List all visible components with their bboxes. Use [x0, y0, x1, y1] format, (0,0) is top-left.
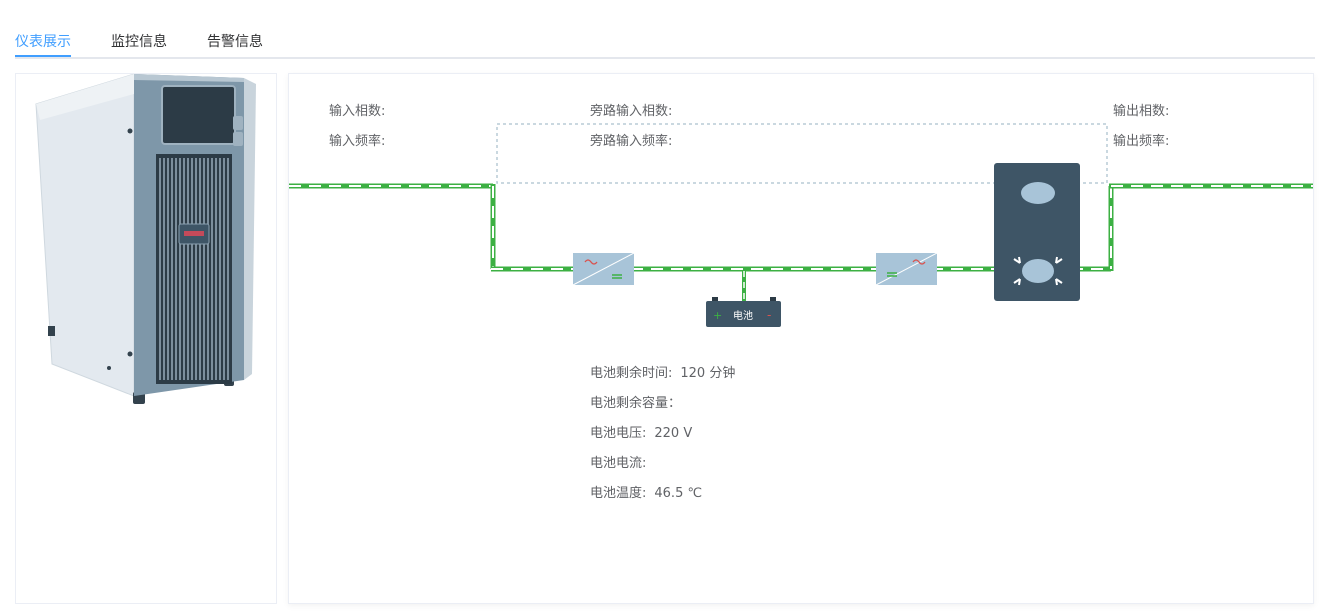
input-frequency-label: 输入频率:	[329, 134, 386, 149]
battery-voltage-label: 电池电压:	[590, 426, 647, 441]
battery-voltage-value: 220 V	[654, 426, 693, 441]
battery-remaining-time: 电池剩余时间: 120 分钟	[590, 362, 735, 381]
battery-temperature-label: 电池温度:	[590, 486, 647, 501]
bypass-frequency-label: 旁路输入频率:	[590, 134, 673, 149]
battery-remaining-capacity-label: 电池剩余容量：	[590, 396, 682, 411]
ups-image-panel	[15, 73, 277, 604]
battery-temperature-value: 46.5 ℃	[654, 486, 703, 501]
svg-text:+: +	[713, 309, 722, 322]
battery-remaining-capacity: 电池剩余容量：	[590, 392, 689, 411]
tab-alarm-info[interactable]: 告警信息	[207, 34, 263, 50]
svg-text:-: -	[767, 308, 771, 322]
output-frequency-label: 输出频率:	[1113, 134, 1170, 149]
input-phase-label: 输入相数:	[329, 104, 386, 119]
tab-bar: 仪表展示 监控信息 告警信息	[15, 0, 1315, 59]
battery-current-label: 电池电流:	[590, 456, 647, 471]
tab-monitor-info[interactable]: 监控信息	[111, 34, 167, 50]
battery-label: 电池	[733, 309, 753, 322]
rectifier-icon	[572, 252, 635, 286]
bypass-phase-label: 旁路输入相数:	[590, 104, 673, 119]
battery-temperature: 电池温度: 46.5 ℃	[590, 482, 702, 501]
tab-meter-display[interactable]: 仪表展示	[15, 34, 71, 50]
battery-remaining-time-value: 120 分钟	[680, 366, 736, 381]
battery-voltage: 电池电压: 220 V	[590, 422, 692, 441]
output-phase-label: 输出相数:	[1113, 104, 1170, 119]
active-tab-indicator	[15, 55, 71, 57]
battery-icon: + - 电池	[706, 297, 781, 327]
power-flow-panel: + - 电池 输入相数: 输入频率: 旁路输入相数: 旁路输入频率: 输出相数:…	[288, 73, 1314, 604]
inverter-icon	[875, 252, 938, 286]
ups-cabinet-image	[35, 74, 256, 404]
bypass-path	[496, 123, 1108, 184]
power-flow-diagram: + - 电池	[289, 123, 1313, 327]
static-switch-icon	[994, 163, 1080, 301]
battery-current: 电池电流:	[590, 452, 654, 471]
battery-remaining-time-label: 电池剩余时间:	[590, 366, 673, 381]
